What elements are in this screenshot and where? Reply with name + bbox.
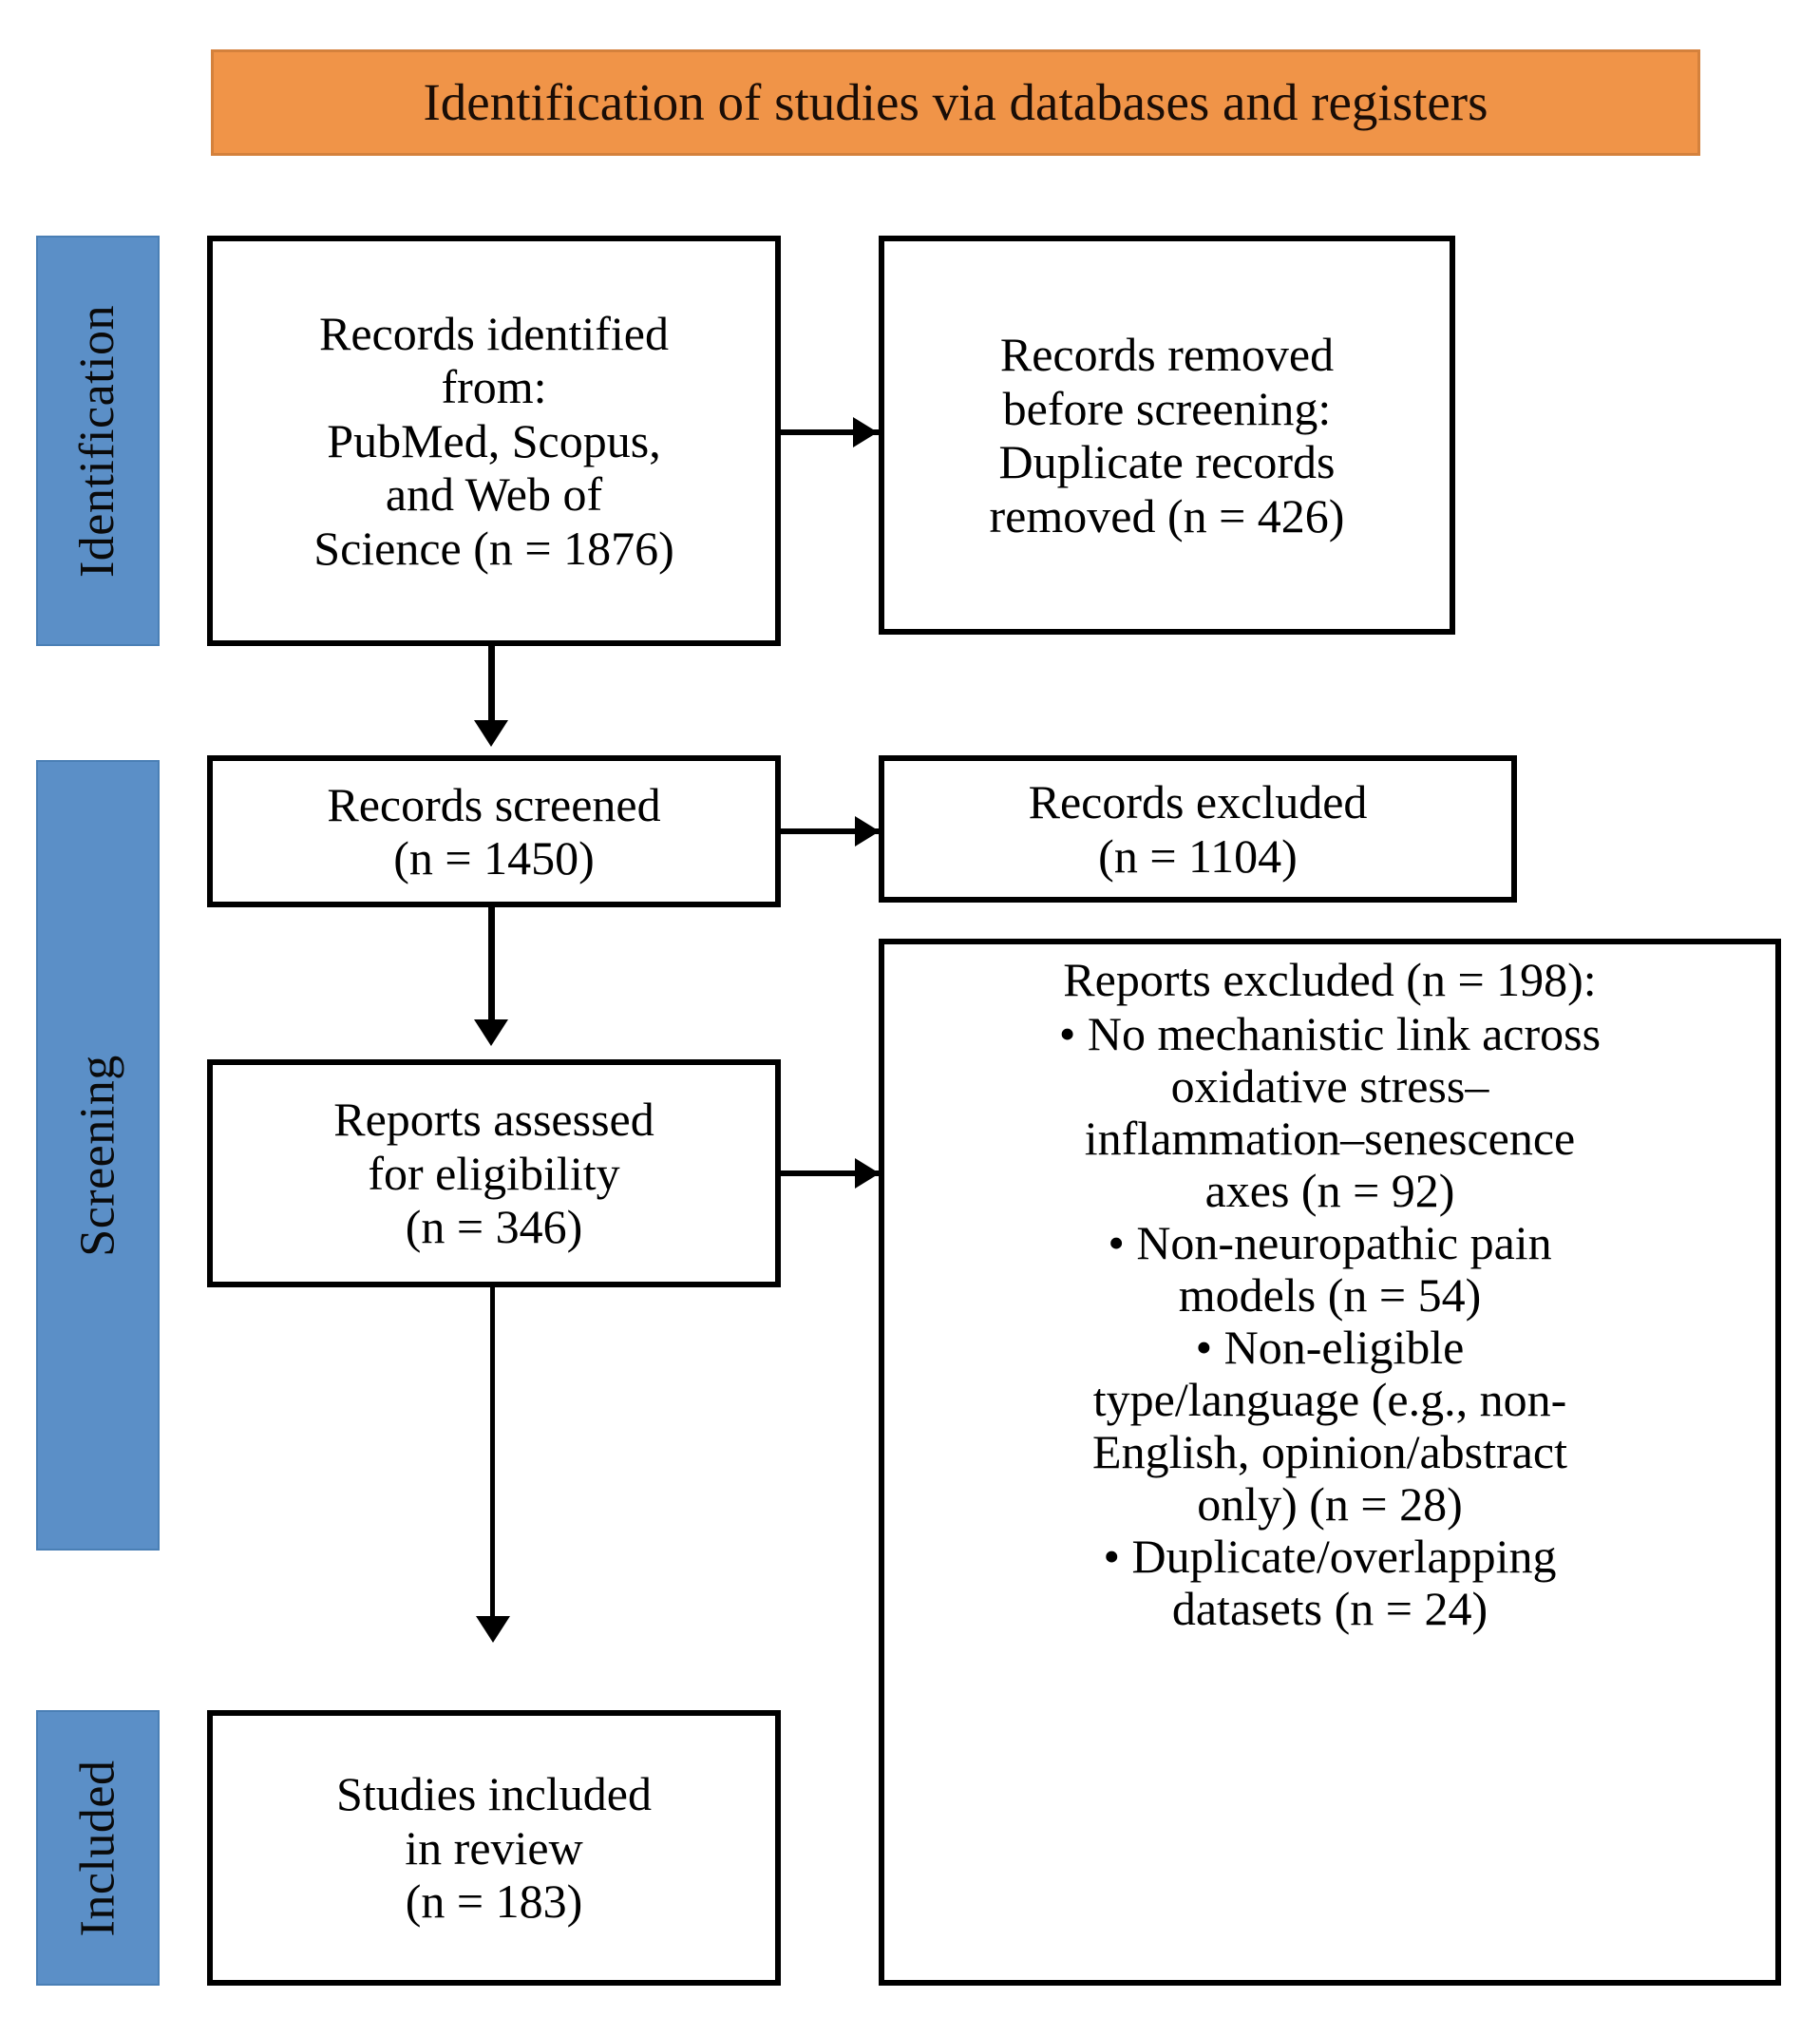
node-line: in review xyxy=(405,1820,583,1874)
stage-rail-screening-label: Screening xyxy=(70,1054,125,1257)
node-line: datasets (n = 24) xyxy=(1171,1582,1488,1635)
node-line: Studies included xyxy=(336,1767,652,1821)
stage-rail-included: Included xyxy=(36,1710,160,1986)
node-line: Records identified xyxy=(319,306,669,360)
node-records-screened: Records screened (n = 1450) xyxy=(207,755,781,907)
node-line: and Web of xyxy=(385,467,603,522)
node-line: Records removed xyxy=(999,328,1335,381)
node-line: oxidative stress– xyxy=(1170,1059,1489,1113)
node-line: • Non-eligible xyxy=(1195,1321,1465,1374)
node-line: (n = 183) xyxy=(405,1874,583,1929)
node-records-excluded: Records excluded (n = 1104) xyxy=(879,755,1517,903)
stage-rail-identification: Identification xyxy=(36,236,160,646)
connector-assessed-to-included xyxy=(490,1287,495,1620)
diagram-title-banner: Identification of studies via databases … xyxy=(211,49,1700,156)
arrow-right-icon xyxy=(855,816,880,847)
node-line: Reports excluded (n = 198): xyxy=(1063,953,1597,1006)
connector-screened-to-assessed xyxy=(488,907,495,1023)
stage-rail-identification-label: Identification xyxy=(70,304,125,578)
connector-identified-to-screened xyxy=(488,646,495,724)
node-line: English, opinion/abstract xyxy=(1092,1425,1567,1478)
node-line: type/language (e.g., non- xyxy=(1092,1373,1567,1426)
node-line: Duplicate records xyxy=(998,435,1336,488)
node-line: from: xyxy=(441,360,547,414)
node-line: PubMed, Scopus, xyxy=(327,413,661,467)
node-line: (n = 1450) xyxy=(393,831,595,885)
node-line: inflammation–senescence xyxy=(1084,1112,1576,1165)
node-line: Science (n = 1876) xyxy=(313,521,674,575)
node-line: (n = 346) xyxy=(405,1200,583,1254)
node-line: Reports assessed xyxy=(333,1093,654,1147)
node-reports-excluded: Reports excluded (n = 198): • No mechani… xyxy=(879,939,1781,1986)
node-line: • Non-neuropathic pain xyxy=(1108,1216,1552,1269)
node-records-identified: Records identified from: PubMed, Scopus,… xyxy=(207,236,781,646)
node-line: before screening: xyxy=(1002,381,1332,435)
node-line: for eligibility xyxy=(368,1146,620,1200)
arrow-right-icon xyxy=(855,1158,880,1189)
node-line: • No mechanistic link across xyxy=(1058,1007,1602,1060)
node-studies-included: Studies included in review (n = 183) xyxy=(207,1710,781,1986)
arrow-right-icon xyxy=(853,417,878,447)
node-line: axes (n = 92) xyxy=(1204,1164,1455,1217)
node-reports-assessed: Reports assessed for eligibility (n = 34… xyxy=(207,1059,781,1287)
node-records-removed: Records removed before screening: Duplic… xyxy=(879,236,1455,635)
stage-rail-included-label: Included xyxy=(70,1760,125,1936)
connector-screened-to-records-excluded xyxy=(781,828,882,834)
node-line: (n = 1104) xyxy=(1098,828,1298,883)
connector-identified-to-removed xyxy=(781,429,880,435)
diagram-title-text: Identification of studies via databases … xyxy=(423,73,1488,132)
node-line: only) (n = 28) xyxy=(1197,1477,1463,1531)
node-line: Records excluded xyxy=(1028,775,1368,828)
node-line: Records screened xyxy=(327,777,661,831)
connector-assessed-to-reports-excluded xyxy=(781,1170,882,1176)
node-line: • Duplicate/overlapping xyxy=(1103,1530,1557,1583)
arrow-down-icon xyxy=(474,720,508,747)
node-line: models (n = 54) xyxy=(1178,1268,1482,1322)
arrow-down-icon xyxy=(474,1019,508,1046)
node-line: removed (n = 426) xyxy=(989,488,1345,542)
stage-rail-screening: Screening xyxy=(36,760,160,1551)
arrow-down-icon xyxy=(476,1616,510,1643)
